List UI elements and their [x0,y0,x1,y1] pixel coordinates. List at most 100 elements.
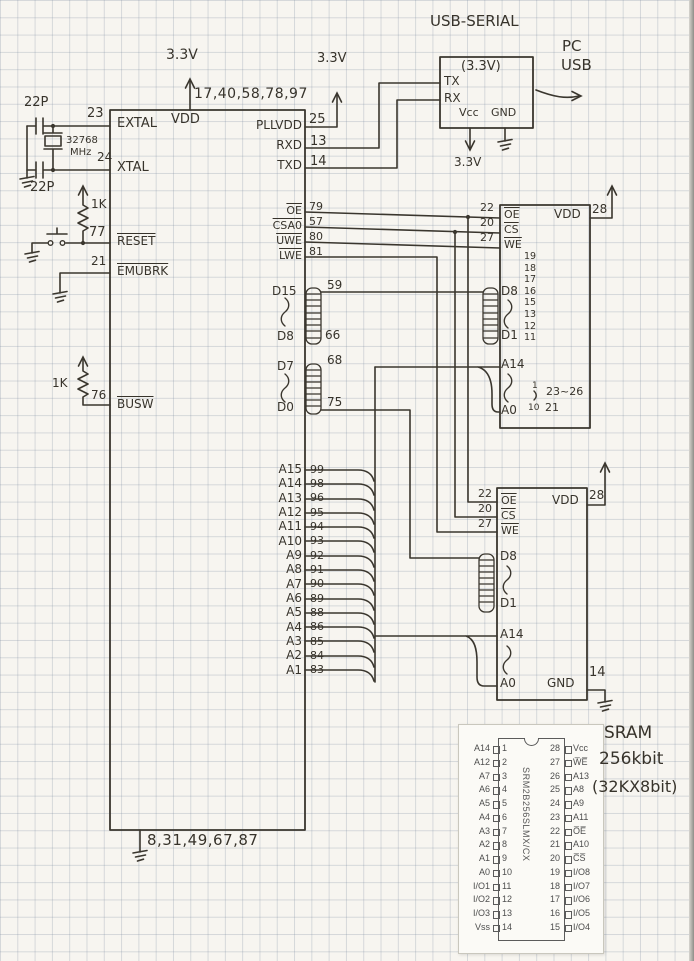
sram-hi-a14-label: A14 [501,357,525,371]
sram-lo-vdd-label: VDD [552,493,579,507]
dip-right-pin-label: I/O8 [573,866,591,877]
dip-left-pin-label: A1 [478,853,490,863]
address-pin-number: 84 [310,648,324,662]
dip-left-pin-label: A14 [473,743,490,753]
extal-net [26,117,111,135]
sram-hi-we-number: 27 [480,231,494,244]
dip-right-pin-icon [564,814,572,823]
dip-right-pin-number: 22 [549,825,560,836]
mcu-d7-number: 68 [327,353,343,367]
sram-lo-a14-label: A14 [500,627,524,641]
address-pin-number: 88 [310,605,324,619]
bus-squiggles [280,297,537,675]
usb-serial-title: USB-SERIAL [430,12,519,30]
sram-hi-data-pin-number: 19 [524,251,537,262]
dip-left-pin-icon [492,842,500,850]
pllvdd-wire [304,93,338,128]
dip-right-pin-number: 18 [549,880,560,891]
txd-pin-label: TXD [277,158,302,172]
dip-pin-row: A5 5 24 A9 [459,797,603,811]
emubrk-pin-number: 21 [91,254,107,268]
dip-left-pin-icon [492,814,500,823]
xtal-pin-label: XTAL [117,160,149,175]
address-pin-number: 98 [310,476,324,490]
dip-pin-row: I/O2 12 17 I/O6 [459,893,603,907]
dip-left-pin-number: 4 [502,784,508,795]
dip-right-pin-icon [564,746,572,754]
address-pin-label: A3 [286,634,302,649]
address-pin-number: 83 [310,663,324,677]
dip-left-pin-label: A6 [478,784,490,795]
dip-right-pin-label: W̅E̅ [573,756,588,767]
dip-pinout-card: SRM2B256SLMX/CX A14 1 28 Vcc A12 2 27 [458,724,604,954]
pc-usb-arrow [535,89,580,99]
dip-right-pin-label: I/O7 [573,880,591,891]
sram-hi-a0-pin-number: 21 [545,401,559,414]
dip-pin-row: A1 9 20 C̅S̅ [459,852,603,866]
xtal-pin-number: 24 [97,150,113,164]
junction-dots [50,123,471,246]
address-pin-label: A4 [286,619,302,634]
emubrk-pin-label: EMUBRK [117,264,169,278]
dip-left-pin-label: A12 [473,756,490,767]
dip-right-pin-icon [564,828,572,836]
uwe-line [304,241,501,249]
mcu-uwe-number: 80 [309,230,323,243]
dip-right-pin-icon [564,787,572,795]
dip-left-pin-icon [492,883,500,891]
crystal-freq-unit: MHz [70,147,92,158]
dip-left-pin-icon [492,828,500,836]
mcu-address-pin-row: A11 94 [240,519,330,533]
sram-hi-d8-label: D8 [501,284,518,298]
dip-left-pin-icon [492,801,500,809]
mcu-address-pin-row: A2 84 [240,648,330,662]
sram-note-title: SRAM [604,723,653,743]
dip-left-pin-number: 6 [502,811,508,822]
crystal-symbol [43,125,63,171]
sram-lo-gnd-label: GND [547,676,575,690]
address-pin-number: 90 [310,577,324,591]
dip-pin-row: A12 2 27 W̅E̅ [459,756,603,770]
dip-right-pin-number: 27 [549,756,560,767]
sram-hi-cs-number: 20 [480,216,494,229]
addr-bus-bottom [374,635,498,687]
dip-pin-row: A3 7 22 O̅E̅ [459,825,603,839]
address-pin-label: A10 [278,533,302,548]
pc-usb-label: USB [561,56,592,74]
mcu-d0-number: 75 [327,395,343,409]
sram-hi-a-pins-mid: 23~26 [546,385,584,398]
sram-hi-vdd-label: VDD [554,207,581,221]
dip-right-pin-number: 21 [549,839,560,850]
sram-hi-data-pin-number: 11 [524,332,537,344]
address-pin-label: A6 [286,591,302,606]
mcu-address-pin-row: A3 85 [240,634,330,648]
mcu-csa0-number: 57 [309,215,323,228]
emubrk-net [59,272,111,294]
dip-left-pin-icon [492,787,500,795]
address-pin-label: A8 [286,562,302,577]
dip-right-pin-label: A11 [573,811,589,822]
rxd-pin-number: 13 [310,134,327,149]
address-pin-label: A1 [286,662,302,677]
crystal-freq-label: 32768 [66,135,98,146]
address-pin-label: A15 [278,462,302,477]
dip-left-pin-label: A4 [478,811,490,822]
address-pin-label: A12 [278,505,302,520]
sram-hi-vdd-number: 28 [592,202,608,216]
address-pin-number: 91 [310,562,324,576]
addr-bus-top [374,366,501,413]
mcu-lwe-number: 81 [309,245,323,258]
address-pin-label: A2 [286,648,302,663]
dip-right-pin-number: 25 [549,784,560,795]
mcu-gnd-pin-numbers: 8,31,49,67,87 [147,831,259,849]
dip-left-pin-label: Vss [474,921,490,932]
mcu-address-pin-row: A14 98 [240,476,330,490]
dip-left-pin-number: 12 [502,894,513,905]
mcu-address-pin-row: A6 89 [240,591,330,605]
dip-left-pin-label: A5 [478,798,490,808]
cs-line [304,226,501,518]
sram-hi-data-pin-number: 18 [524,262,537,274]
dip-left-pin-icon [492,773,500,781]
dip-left-pin-icon [492,924,500,933]
